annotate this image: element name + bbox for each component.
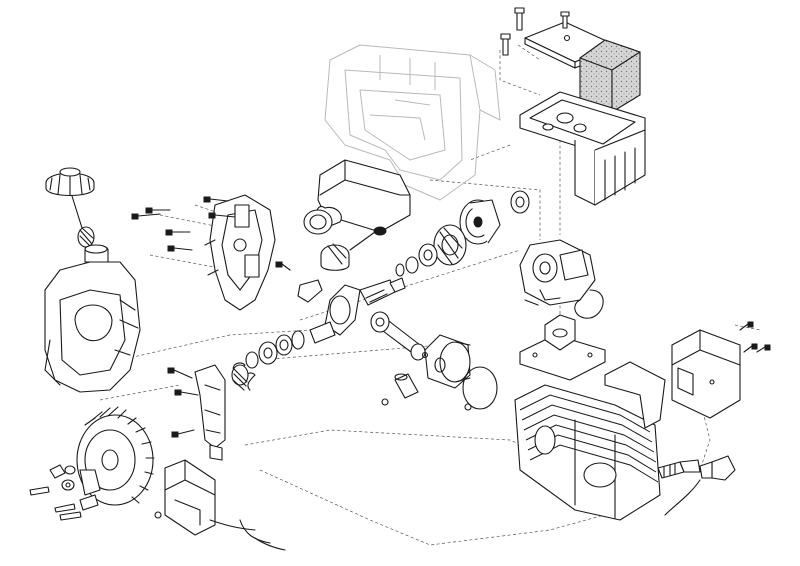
muffler-screws	[739, 321, 771, 353]
oil-pump-screws	[167, 367, 199, 438]
oil-tank-seal	[303, 209, 333, 235]
spark-plug-boot	[699, 455, 736, 481]
carburetor	[519, 239, 604, 319]
ghost-engine-housing	[324, 44, 501, 201]
oil-pump	[194, 364, 226, 461]
oil-cap	[320, 243, 350, 271]
piston	[424, 334, 471, 389]
starter-parts	[29, 464, 99, 521]
piston-ring	[462, 366, 498, 410]
intake-manifold	[519, 314, 606, 381]
ignition-coil	[154, 459, 216, 536]
crankshaft-bearing-clip	[297, 279, 323, 303]
fuel-cap-tether	[71, 195, 83, 229]
pin-clips	[381, 351, 472, 411]
cylinder	[514, 384, 661, 521]
cover-screws	[500, 7, 570, 56]
ignition-lead	[664, 479, 701, 516]
crankcase-screws	[131, 196, 291, 271]
clutch-drum	[459, 199, 501, 245]
connecting-rod	[370, 311, 426, 361]
fuel-cap	[45, 167, 95, 196]
air-filter-box	[519, 91, 646, 206]
crankshaft	[309, 277, 406, 344]
clutch-washer	[510, 190, 530, 214]
oil-filter-hose	[349, 226, 387, 251]
spring	[231, 362, 256, 391]
flywheel	[76, 406, 155, 506]
fuel-tank-housing	[44, 244, 141, 393]
spark-plug	[657, 459, 701, 479]
cylinder-bracket	[604, 361, 666, 429]
ignition-wiring	[209, 519, 286, 551]
clutch-assembly	[395, 224, 467, 277]
muffler	[671, 329, 741, 419]
piston-pin	[394, 373, 419, 399]
crank-bearings	[245, 330, 305, 369]
fuel-filter	[77, 226, 95, 248]
crankcase-half	[204, 194, 276, 311]
